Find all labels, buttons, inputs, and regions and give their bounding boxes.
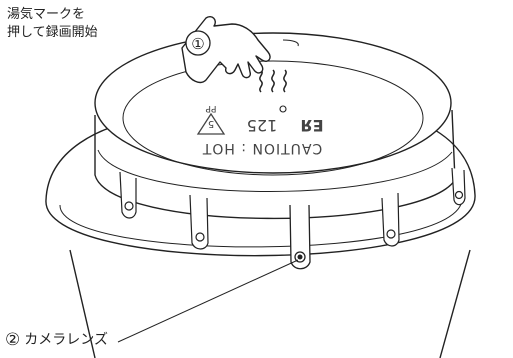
marker-2: ②	[5, 330, 21, 350]
outer-rim-bottom	[45, 194, 476, 257]
camera-lens	[289, 204, 311, 270]
cup-left-edge	[69, 249, 96, 358]
recycle-icon	[196, 112, 226, 135]
camera-lens-callout: ② カメラレンズ	[5, 331, 108, 349]
steam-button-instruction: 湯気マークを 押して録画開始	[7, 6, 98, 42]
steam-mark-icon[interactable]	[259, 69, 287, 93]
instruction-line-2: 押して録画開始	[7, 25, 98, 40]
lid-mark-a: ЕЯ	[300, 116, 323, 135]
lens-leader-line	[117, 259, 299, 343]
lid-top	[94, 32, 452, 174]
lid-ridge	[97, 149, 453, 192]
lid-tabs	[119, 167, 466, 250]
camera-lens-label: カメラレンズ	[24, 332, 108, 348]
marker-1-circle	[185, 30, 211, 56]
lid-side	[94, 109, 456, 220]
lid-emboss: CAUTION : HOT ЕЯ 125 5 PP	[196, 103, 324, 156]
lid-inner-ring	[122, 60, 424, 176]
recycle-number: 5	[208, 118, 214, 129]
lid-mark-b: 125	[247, 116, 278, 135]
caution-text: CAUTION : HOT	[202, 140, 323, 156]
cup-right-edge	[439, 249, 471, 358]
recycle-label: PP	[205, 103, 216, 113]
marker-1: ①	[191, 35, 204, 53]
button-slot	[282, 39, 299, 47]
outer-rim-inner	[59, 197, 463, 248]
lid-hole	[279, 105, 287, 113]
instruction-line-1: 湯気マークを	[7, 7, 86, 22]
